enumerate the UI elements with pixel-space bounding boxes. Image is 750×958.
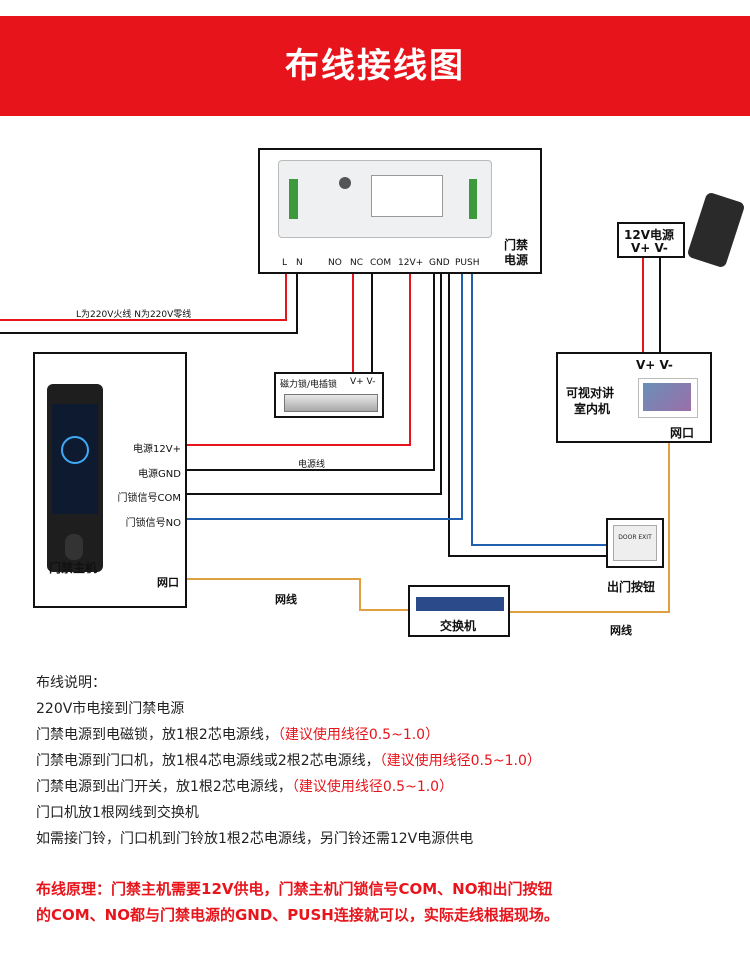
indoor-label-1: 可视对讲 (566, 386, 615, 400)
note-line-5: 门口机放1根网线到交换机 (36, 805, 199, 821)
magnetic-lock: 磁力锁/电插锁 V+ V- (274, 372, 384, 418)
note-line-4-hint: （建议使用线径0.5~1.0） (291, 779, 454, 795)
access-controller: 门禁主机 电源12V+ 电源GND 门锁信号COM 门锁信号NO 网口 (33, 352, 187, 608)
note-line-2-hint: （建议使用线径0.5~1.0） (277, 727, 440, 743)
principle-line-2: 的COM、NO都与门禁电源的GND、PUSH连接就可以，实际走线根据现场。 (36, 906, 559, 924)
power-supply-module-image (278, 160, 492, 238)
exit-button-label: 出门按钮 (607, 580, 656, 594)
wire-mains-L (0, 272, 287, 321)
terminal-N: N (296, 258, 303, 268)
network-switch: 交换机 (408, 585, 510, 637)
terminal-block-left (289, 179, 298, 219)
module-knob (339, 177, 351, 189)
note-line-2: 门禁电源到电磁锁，放1根2芯电源线，（建议使用线径0.5~1.0） (36, 724, 439, 744)
note-line-6: 如需接门铃，门口机到门铃放1根2芯电源线，另门铃还需12V电源供电 (36, 831, 474, 847)
wire-com (186, 272, 442, 495)
note-line-3-hint: （建议使用线径0.5~1.0） (379, 753, 541, 769)
adapter-label-1: 12V电源 (624, 228, 674, 242)
wire-mains-N (0, 272, 298, 334)
note-line-3: 门禁电源到门口机，放1根4芯电源线或2根2芯电源线，（建议使用线径0.5~1.0… (36, 750, 541, 770)
terminal-COM: COM (370, 258, 392, 268)
terminal-PUSH: PUSH (455, 258, 480, 268)
indoor-network-port: 网口 (670, 426, 695, 440)
power-supply-label: 门禁 电源 (504, 238, 529, 267)
switch-image (416, 597, 504, 611)
wire-push-exit (471, 272, 608, 546)
lock-body-image (284, 394, 378, 412)
mains-label: L为220V火线 N为220V零线 (76, 310, 192, 320)
indoor-terminals: V+ V- (636, 358, 673, 372)
terminal-12V: 12V+ (398, 258, 424, 268)
indoor-screen-image (638, 378, 698, 418)
net-label-right: 网线 (610, 624, 632, 637)
note-line-2-text: 门禁电源到电磁锁，放1根2芯电源线， (36, 727, 278, 743)
terminal-NC: NC (350, 258, 364, 268)
controller-network-port: 网口 (157, 576, 179, 589)
lock-label: 磁力锁/电插锁 (280, 380, 338, 390)
lock-terminals: V+ V- (350, 377, 376, 387)
port-com: 门锁信号COM (117, 493, 181, 504)
indoor-label-2: 室内机 (574, 402, 611, 416)
dc-adapter-label-box: 12V电源 V+ V- (617, 222, 685, 258)
wire-no (186, 272, 463, 520)
controller-device-image (47, 384, 103, 572)
controller-face-icon (61, 436, 89, 464)
controller-label: 门禁主机 (49, 561, 98, 575)
port-no: 门锁信号NO (125, 518, 181, 529)
wire-net-controller (186, 578, 408, 611)
note-line-1: 220V市电接到门禁电源 (36, 701, 185, 717)
wire-gnd-exit (448, 272, 608, 557)
terminal-GND: GND (429, 258, 450, 268)
switch-label: 交换机 (440, 619, 477, 633)
exit-button-plate: DOOR EXIT (613, 525, 657, 561)
notes-heading: 布线说明： (36, 675, 106, 691)
wire-net-indoor (510, 443, 670, 613)
terminal-L: L (282, 258, 288, 268)
note-line-4-text: 门禁电源到出门开关，放1根2芯电源线， (36, 779, 292, 795)
exit-button: DOOR EXIT (606, 518, 664, 568)
indoor-monitor: V+ V- 可视对讲 室内机 网口 (556, 352, 712, 443)
wire-12v (186, 272, 411, 446)
adapter-label-2: V+ V- (631, 241, 668, 255)
indoor-screen-display (643, 383, 691, 411)
module-label-plate (371, 175, 443, 217)
port-12v: 电源12V+ (133, 444, 181, 455)
note-line-4: 门禁电源到出门开关，放1根2芯电源线，（建议使用线径0.5~1.0） (36, 776, 453, 796)
power-wire-label: 电源线 (298, 460, 326, 470)
port-gnd: 电源GND (138, 469, 181, 480)
access-power-supply: 门禁 电源 (258, 148, 542, 274)
principle-line-1: 布线原理：门禁主机需要12V供电，门禁主机门锁信号COM、NO和出门按钮 (36, 880, 553, 898)
note-line-3-text: 门禁电源到门口机，放1根4芯电源线或2根2芯电源线， (36, 753, 380, 769)
title-banner (0, 16, 750, 116)
terminal-NO: NO (328, 258, 342, 268)
controller-fingerprint-pad (65, 534, 83, 560)
terminal-block-right (469, 179, 477, 219)
page-title: 布线接线图 (285, 46, 465, 86)
wire-gnd (186, 272, 435, 471)
net-label-left: 网线 (275, 593, 297, 606)
